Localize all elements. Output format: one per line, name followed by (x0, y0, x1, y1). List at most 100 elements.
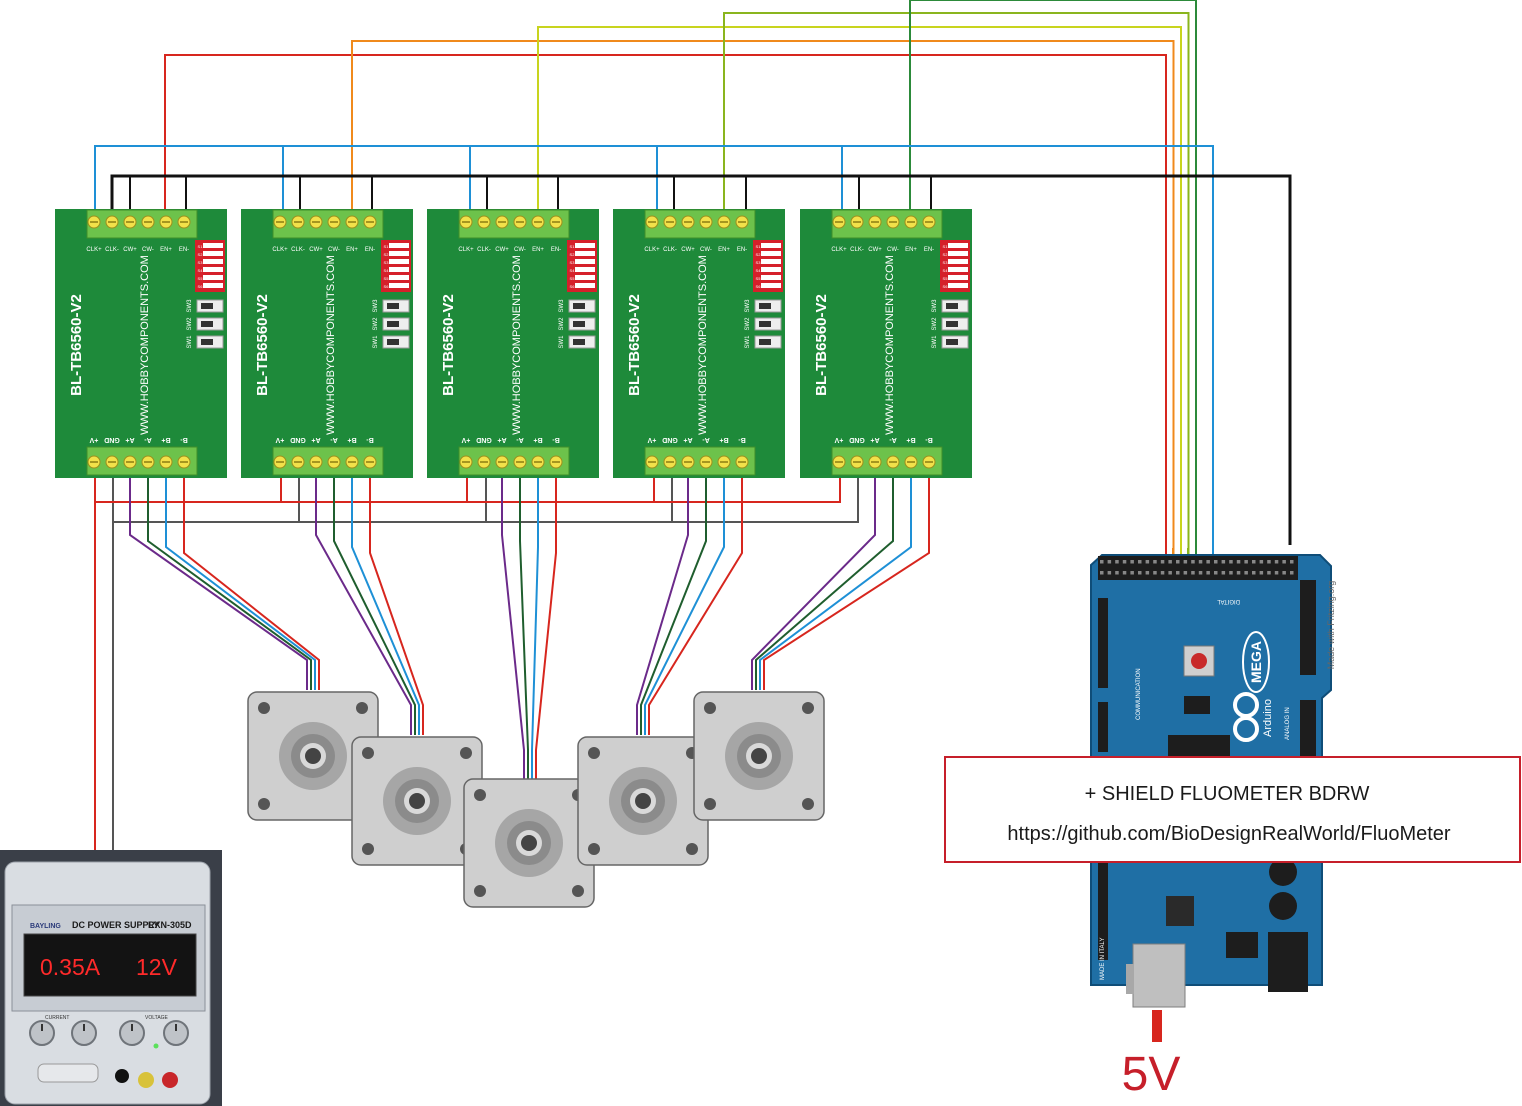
motor-shaft-icon (521, 835, 537, 851)
signal-wire (351, 40, 1175, 568)
bottom-pin-label: A+ (497, 436, 506, 443)
bottom-pin-label: +V (89, 436, 98, 443)
top-pin-label: CW+ (309, 247, 323, 253)
header-pin (1130, 571, 1134, 575)
usb-power: 5V (1122, 1010, 1180, 1101)
header-pin (1138, 560, 1142, 564)
reset-button-icon (1191, 653, 1207, 669)
bottom-pin-label: B- (180, 436, 188, 443)
motor-coil-wire (535, 470, 557, 780)
motor-coil-wire (333, 470, 416, 735)
mount-hole-icon (686, 843, 698, 855)
header-pin (1191, 560, 1195, 564)
dip-label: S1 (943, 244, 949, 249)
bottom-pin-label: GND (290, 436, 306, 443)
slide-switch-knob (201, 303, 213, 309)
dip-label: S1 (198, 244, 204, 249)
psu-power-switch (37, 1063, 99, 1083)
made-in-label: MADE IN ITALY (1100, 938, 1106, 980)
capacitor-icon (1269, 892, 1297, 920)
signal-wire (723, 12, 1190, 568)
driver-model-label: BL-TB6560-V2 (254, 294, 271, 396)
switch-label: SW1 (187, 335, 193, 349)
psu-led-icon (153, 1043, 159, 1049)
motor-coil-wire (129, 470, 308, 690)
top-pin-label: EN- (924, 247, 934, 253)
bottom-pin-label: GND (104, 436, 120, 443)
bottom-icsp (1166, 896, 1194, 926)
dip-switch-toggle (389, 259, 409, 264)
bottom-pin-label: B+ (347, 436, 356, 443)
note-title: + SHIELD FLUOMETER BDRW (1085, 783, 1370, 805)
dip-label: S3 (198, 260, 204, 265)
dip-label: S2 (756, 252, 762, 257)
dip-label: S5 (943, 276, 949, 281)
bottom-pin-label: B- (738, 436, 746, 443)
motor-coil-wire (519, 470, 529, 780)
icsp-header (1184, 696, 1210, 714)
motor-coil-wire (755, 470, 894, 690)
motor-shaft-icon (751, 748, 767, 764)
header-pin (1229, 571, 1233, 575)
bottom-pin-label: GND (476, 436, 492, 443)
header-pin (1252, 571, 1256, 575)
bottom-pin-label: B+ (161, 436, 170, 443)
top-pin-label: CLK+ (644, 247, 660, 253)
header-pin (1115, 571, 1119, 575)
dip-switch-toggle (389, 267, 409, 272)
header-pin (1214, 560, 1218, 564)
mega-badge (1242, 631, 1270, 693)
dip-switch-toggle (575, 275, 595, 280)
header-pin (1176, 560, 1180, 564)
mount-hole-icon (588, 747, 600, 759)
driver-website-label: WWW.HOBBYCOMPONENTS.COM (884, 255, 896, 435)
header-pin (1168, 560, 1172, 564)
mount-hole-icon (474, 885, 486, 897)
arduino-brand: Arduino (1262, 699, 1274, 737)
bottom-pin-label: B- (552, 436, 560, 443)
signal-wire (164, 54, 1167, 568)
digital-label: DIGITAL (1216, 598, 1240, 604)
top-pin-label: CLK- (105, 247, 119, 253)
header-pin (1282, 560, 1286, 564)
top-pin-label: CLK- (850, 247, 864, 253)
header-pin (1206, 571, 1210, 575)
header-pin (1130, 560, 1134, 564)
header-pin (1244, 560, 1248, 564)
bottom-pin-label: B+ (906, 436, 915, 443)
switch-label: SW2 (373, 317, 379, 331)
bottom-pin-label: B- (366, 436, 374, 443)
usb-power-wire (1152, 1010, 1162, 1042)
power-header-right (1300, 700, 1316, 760)
dip-switch-toggle (575, 251, 595, 256)
bottom-pin-label: A+ (125, 436, 134, 443)
dip-label: S6 (756, 284, 762, 289)
bottom-pin-label: A+ (311, 436, 320, 443)
dip-switch-toggle (575, 259, 595, 264)
bottom-pin-label: A+ (870, 436, 879, 443)
header-pin (1145, 560, 1150, 564)
bottom-pin-label: A+ (683, 436, 692, 443)
switch-label: SW2 (932, 317, 938, 331)
header-pin (1274, 571, 1279, 575)
psu-knob-icon (71, 1020, 97, 1046)
header-pin (1282, 571, 1286, 575)
signal-wire (537, 26, 1182, 568)
note-url: https://github.com/BioDesignRealWorld/Fl… (1007, 823, 1451, 845)
dip-label: S1 (384, 244, 390, 249)
top-pin-label: EN- (365, 247, 375, 253)
motor-coil-wire (501, 470, 525, 780)
analog-header-right (1300, 580, 1316, 675)
header-pin (1290, 571, 1294, 575)
dip-switch-toggle (948, 275, 968, 280)
note-box (944, 756, 1521, 863)
header-pin (1168, 571, 1172, 575)
top-pin-label: CLK- (291, 247, 305, 253)
dip-switch-toggle (761, 243, 781, 248)
header-pin (1107, 571, 1112, 575)
dip-switch-toggle (389, 243, 409, 248)
dip-label: S3 (384, 260, 390, 265)
